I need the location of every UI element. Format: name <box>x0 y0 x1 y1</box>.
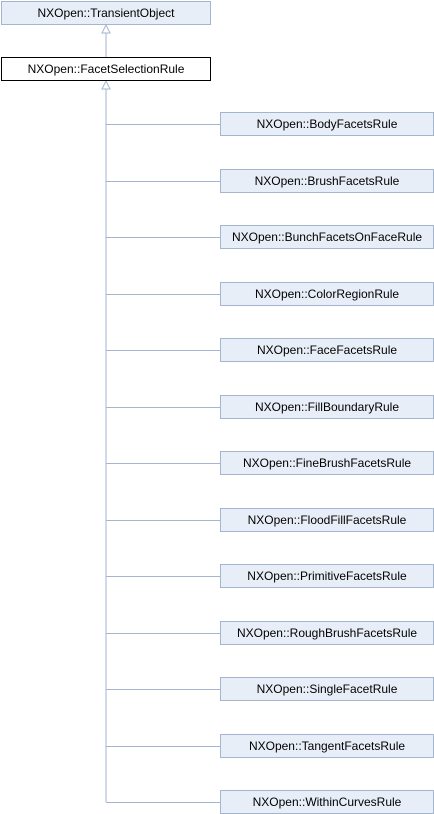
node-body-facets-rule[interactable]: NXOpen::BodyFacetsRule <box>220 112 434 136</box>
node-single-facet-rule[interactable]: NXOpen::SingleFacetRule <box>220 677 434 701</box>
node-bunch-facets-on-face-rule[interactable]: NXOpen::BunchFacetsOnFaceRule <box>220 225 434 249</box>
node-within-curves-rule[interactable]: NXOpen::WithinCurvesRule <box>220 790 434 814</box>
arrow-to-base <box>101 79 111 90</box>
arrow-to-root <box>101 23 111 34</box>
node-color-region-rule[interactable]: NXOpen::ColorRegionRule <box>220 282 434 306</box>
node-flood-fill-facets-rule[interactable]: NXOpen::FloodFillFacetsRule <box>220 508 434 532</box>
node-facet-selection-rule[interactable]: NXOpen::FacetSelectionRule <box>1 57 211 81</box>
node-primitive-facets-rule[interactable]: NXOpen::PrimitiveFacetsRule <box>220 564 434 588</box>
node-tangent-facets-rule[interactable]: NXOpen::TangentFacetsRule <box>220 734 434 758</box>
node-face-facets-rule[interactable]: NXOpen::FaceFacetsRule <box>220 338 434 362</box>
node-rough-brush-facets-rule[interactable]: NXOpen::RoughBrushFacetsRule <box>220 621 434 645</box>
node-fine-brush-facets-rule[interactable]: NXOpen::FineBrushFacetsRule <box>220 451 434 475</box>
node-transient-object[interactable]: NXOpen::TransientObject <box>1 1 211 25</box>
node-brush-facets-rule[interactable]: NXOpen::BrushFacetsRule <box>220 169 434 193</box>
node-fill-boundary-rule[interactable]: NXOpen::FillBoundaryRule <box>220 395 434 419</box>
